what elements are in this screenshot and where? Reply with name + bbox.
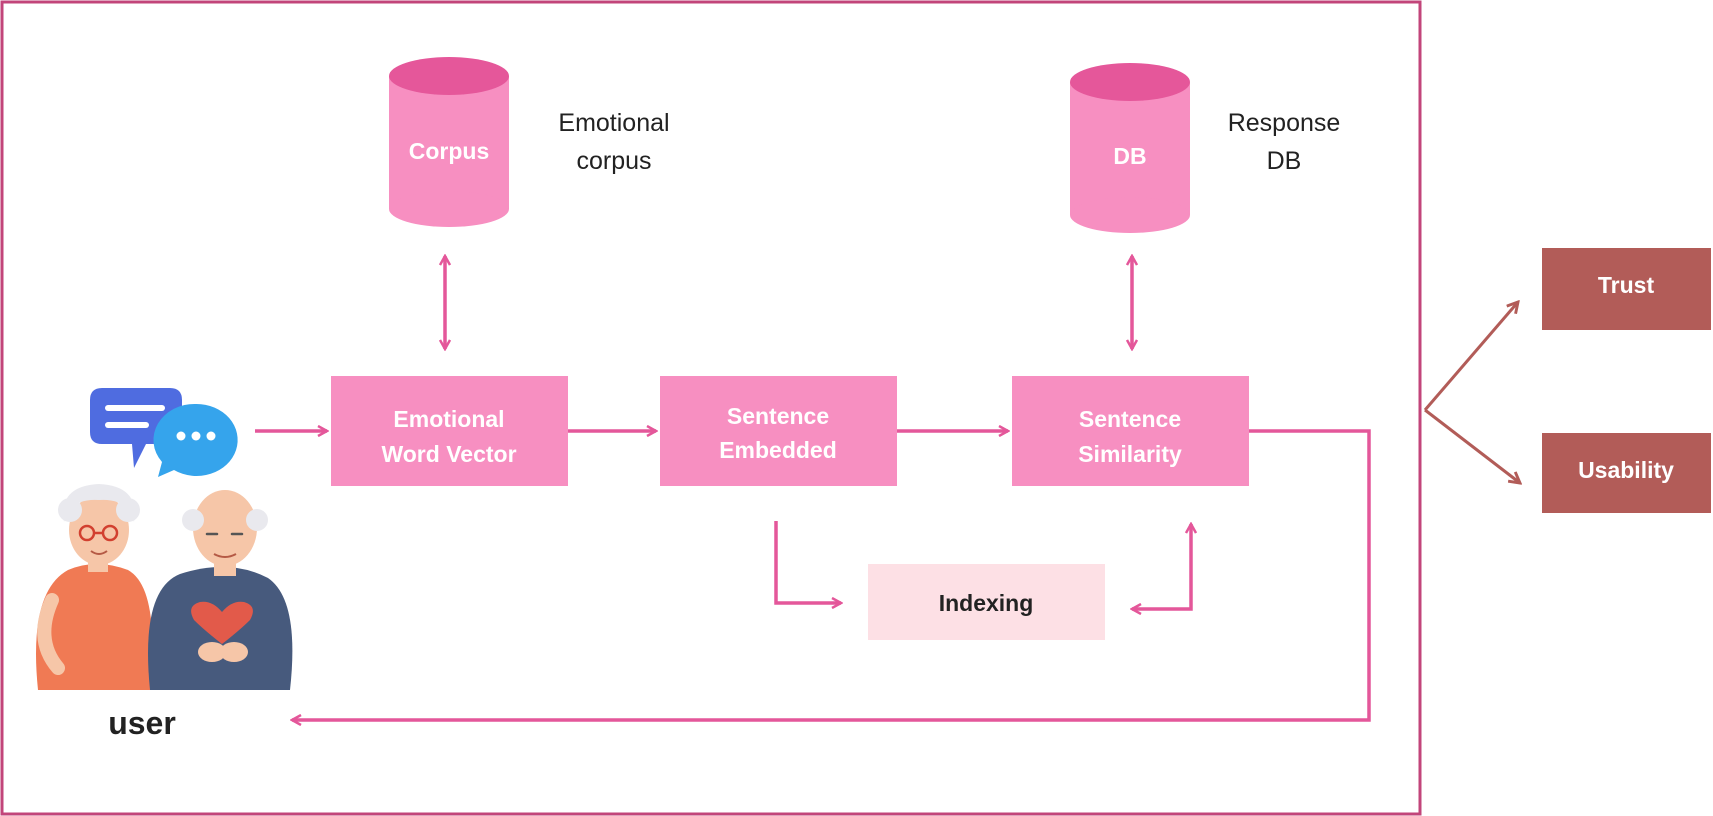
- outcome-usability: Usability: [1542, 433, 1711, 513]
- db-cylinder-top: [1070, 63, 1190, 101]
- arrow-indexing-to-similarity: [1132, 524, 1191, 609]
- outcome-trust-box: [1542, 248, 1711, 330]
- chat-bubbles-icon: [90, 388, 238, 477]
- node-sentence-embedded-line2: Embedded: [719, 437, 837, 463]
- corpus-caption-line2: corpus: [576, 147, 651, 175]
- outcome-usability-label: Usability: [1578, 457, 1674, 483]
- db-cylinder-bottom: [1070, 197, 1190, 233]
- outcome-trust: Trust: [1542, 248, 1711, 330]
- db-caption-line1: Response: [1228, 109, 1341, 137]
- node-indexing: Indexing: [868, 564, 1105, 640]
- node-sentence-embedded-box: [660, 376, 897, 486]
- node-sentence-similarity: Sentence Similarity: [1012, 376, 1249, 486]
- arrow-to-trust: [1423, 302, 1518, 411]
- db-cylinder-body: [1070, 82, 1190, 215]
- node-emotional-word-vector-line1: Emotional: [393, 406, 504, 432]
- node-emotional-word-vector-box: [331, 376, 568, 486]
- db-store: DB: [1070, 63, 1190, 233]
- arrow-similarity-to-user: [292, 429, 1371, 720]
- system-frame: [0, 0, 1422, 816]
- node-sentence-similarity-line1: Sentence: [1079, 406, 1181, 432]
- node-sentence-embedded: Sentence Embedded: [660, 376, 897, 486]
- node-sentence-similarity-line2: Similarity: [1078, 441, 1182, 467]
- corpus-store: Corpus: [389, 57, 509, 227]
- arrow-embedded-to-indexing: [774, 521, 841, 603]
- corpus-label: Corpus: [409, 138, 490, 164]
- corpus-cylinder-body: [389, 76, 509, 209]
- arrow-to-usability: [1424, 408, 1520, 483]
- elderly-couple-icon: [36, 484, 293, 690]
- corpus-cylinder-top: [389, 57, 509, 95]
- outcome-usability-box: [1542, 433, 1711, 513]
- node-indexing-box: [868, 564, 1105, 640]
- node-indexing-label: Indexing: [939, 590, 1034, 616]
- user-label: user: [108, 705, 176, 741]
- node-emotional-word-vector: Emotional Word Vector: [331, 376, 568, 486]
- node-emotional-word-vector-line2: Word Vector: [381, 441, 516, 467]
- outcome-trust-label: Trust: [1598, 272, 1655, 298]
- node-sentence-similarity-box: [1012, 376, 1249, 486]
- corpus-cylinder-bottom: [389, 191, 509, 227]
- node-sentence-embedded-line1: Sentence: [727, 403, 829, 429]
- corpus-caption-line1: Emotional: [558, 109, 669, 137]
- db-label: DB: [1113, 143, 1146, 169]
- db-caption-line2: DB: [1267, 147, 1302, 175]
- outcome-arrows: [1423, 302, 1520, 483]
- flow-arrows: [255, 256, 1371, 720]
